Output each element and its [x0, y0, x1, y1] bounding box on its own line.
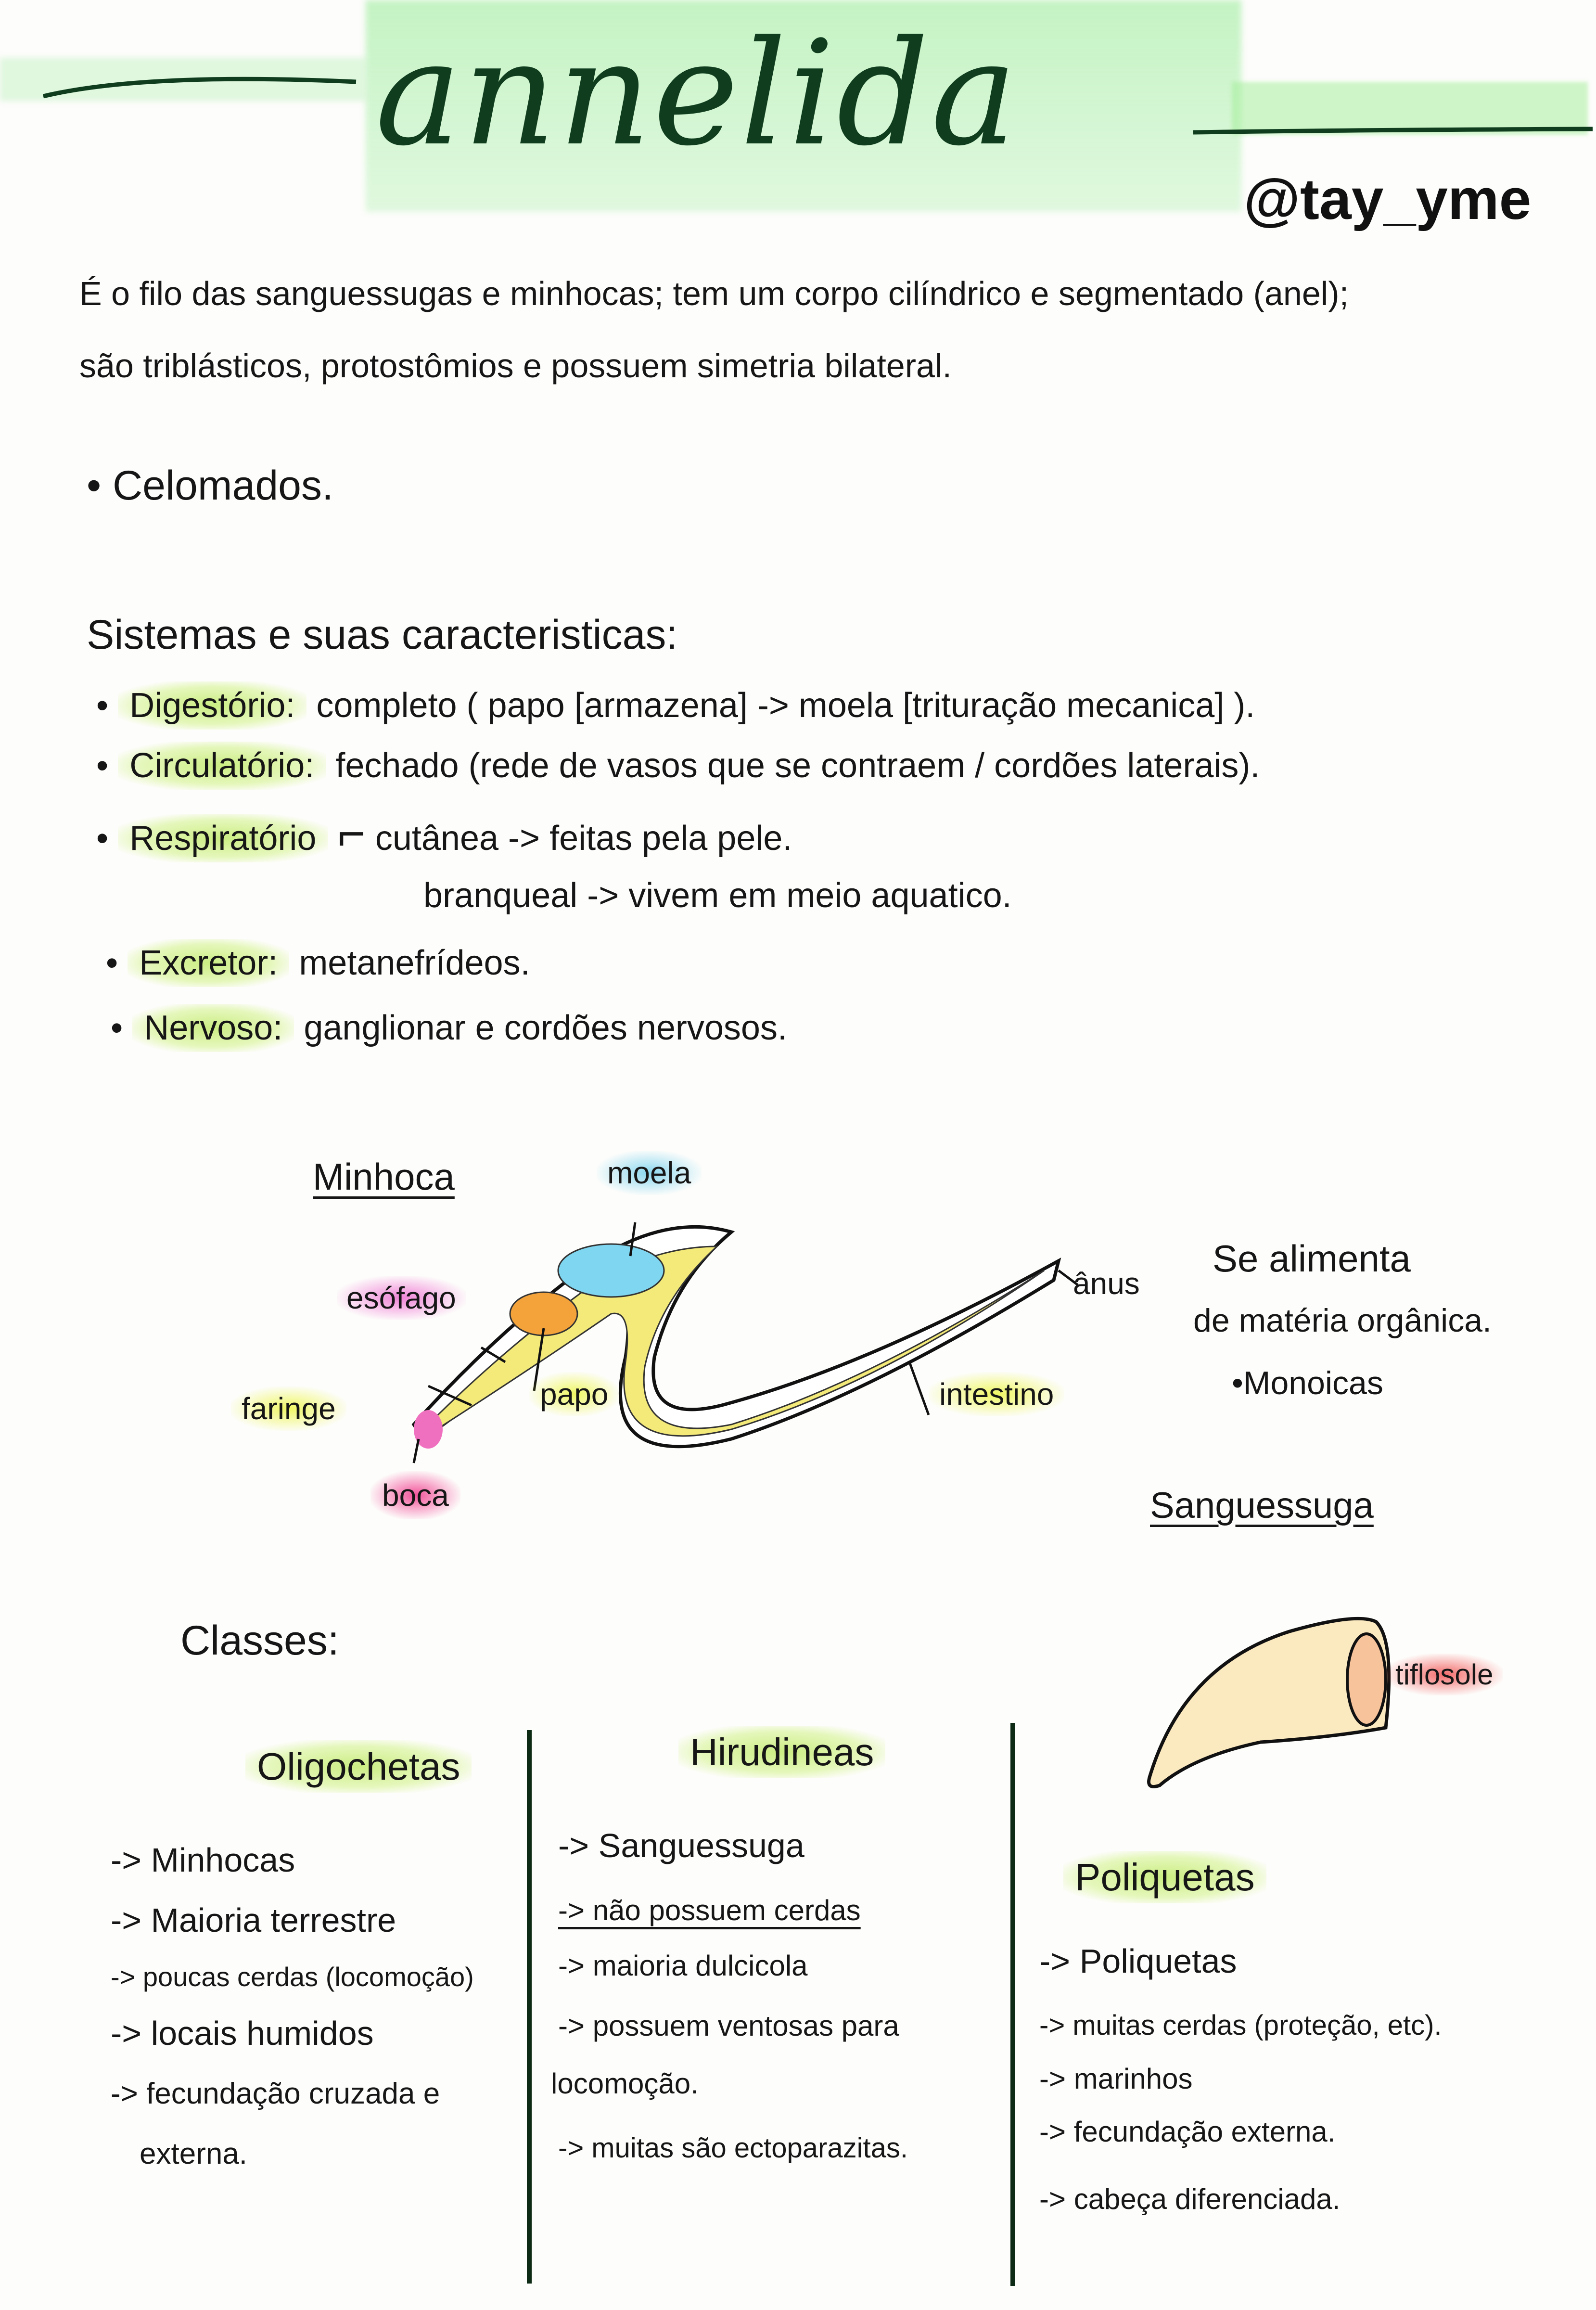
label-boca: boca — [370, 1471, 460, 1519]
title-flourish-lines — [42, 77, 1593, 135]
class-item: locomoção. — [551, 2067, 699, 2100]
intestine-shape — [427, 1245, 1045, 1437]
class-item: -> não possuem cerdas — [558, 1894, 861, 1926]
minhoca-note-2: de matéria orgânica. — [1193, 1302, 1492, 1339]
system-name: Excretor: — [128, 939, 290, 987]
system-text: metanefrídeos. — [299, 944, 530, 982]
system-text: fechado (rede de vasos que se contraem /… — [335, 746, 1260, 785]
systems-heading: Sistemas e suas caracteristicas: — [87, 612, 678, 658]
minhoca-note-3: •Monoicas — [1232, 1365, 1383, 1401]
system-respiratorio-branqueal: branqueal -> vivem em meio aquatico. — [423, 876, 1012, 915]
class-title-oligochetas: Oligochetas — [245, 1740, 472, 1793]
bullet-celomados: • Celomados. — [87, 462, 333, 509]
system-text: cutânea -> feitas pela pele. — [375, 819, 792, 858]
minhoca-title: Minhoca — [313, 1155, 455, 1198]
label-anus: ânus — [1073, 1266, 1140, 1301]
class-item: -> locais humidos — [111, 2015, 374, 2052]
class-item: -> fecundação externa. — [1039, 2116, 1336, 2148]
label-intestino: intestino — [929, 1372, 1065, 1416]
label-faringe: faringe — [231, 1386, 346, 1431]
class-item: -> maioria dulcicola — [558, 1950, 808, 1982]
class-item: -> fecundação cruzada e — [111, 2077, 440, 2110]
system-name: Respiratório — [118, 814, 328, 862]
class-title-poliquetas: Poliquetas — [1063, 1851, 1266, 1903]
brace-icon: ⌐ — [337, 807, 366, 860]
system-name: Nervoso: — [132, 1004, 294, 1052]
earthworm-drawing — [411, 1222, 1079, 1463]
system-text: ganglionar e cordões nervosos. — [304, 1009, 787, 1047]
title-highlight — [366, 0, 1241, 212]
system-name: Digestório: — [118, 681, 307, 730]
class-item: -> Sanguessuga — [558, 1827, 804, 1864]
label-moela: moela — [597, 1151, 702, 1195]
class-item: -> Poliquetas — [1039, 1942, 1237, 1980]
classes-heading: Classes: — [180, 1617, 339, 1664]
intro-line-2: são triblásticos, protostômios e possuem… — [79, 347, 952, 385]
class-item: -> Minhocas — [111, 1841, 295, 1879]
system-respiratorio: • Respiratório ⌐ cutânea -> feitas pela … — [96, 806, 1567, 862]
system-name: Circulatório: — [118, 742, 326, 790]
author-handle: @tay_yme — [1244, 167, 1532, 231]
column-divider — [1010, 1723, 1015, 2286]
system-text: completo ( papo [armazena] -> moela [tri… — [316, 686, 1255, 725]
title-highlight — [1232, 82, 1588, 135]
mouth-shape — [414, 1410, 443, 1449]
system-circulatorio: • Circulatório: fechado (rede de vasos q… — [96, 742, 1567, 790]
class-item: -> Maioria terrestre — [111, 1901, 396, 1939]
leech-drawing — [1147, 1617, 1391, 1788]
class-item: -> poucas cerdas (locomoção) — [111, 1962, 474, 1992]
class-item: -> muitas são ectoparazitas. — [558, 2132, 908, 2164]
label-esofago: esófago — [337, 1276, 466, 1320]
class-item: -> muitas cerdas (proteção, etc). — [1039, 2010, 1442, 2041]
label-papo: papo — [529, 1372, 619, 1416]
tiflosole-shape — [1346, 1632, 1387, 1727]
class-item: -> cabeça diferenciada. — [1039, 2183, 1341, 2215]
class-item: -> marinhos — [1039, 2063, 1193, 2095]
column-divider — [527, 1730, 532, 2284]
label-tiflosole: tiflosole — [1386, 1654, 1503, 1695]
sanguessuga-title: Sanguessuga — [1150, 1485, 1374, 1526]
system-nervoso: • Nervoso: ganglionar e cordões nervosos… — [111, 1004, 1567, 1052]
moela-shape — [557, 1243, 665, 1298]
page-title: annelida — [375, 10, 1019, 178]
system-excretor: • Excretor: metanefrídeos. — [106, 939, 1567, 987]
intro-line-1: É o filo das sanguessugas e minhocas; te… — [79, 275, 1349, 312]
class-item: -> possuem ventosas para — [558, 2010, 899, 2042]
minhoca-note-1: Se alimenta — [1213, 1237, 1411, 1280]
system-digestorio: • Digestório: completo ( papo [armazena]… — [96, 681, 1567, 730]
class-item: externa. — [140, 2137, 248, 2170]
class-title-hirudineas: Hirudineas — [678, 1726, 886, 1778]
